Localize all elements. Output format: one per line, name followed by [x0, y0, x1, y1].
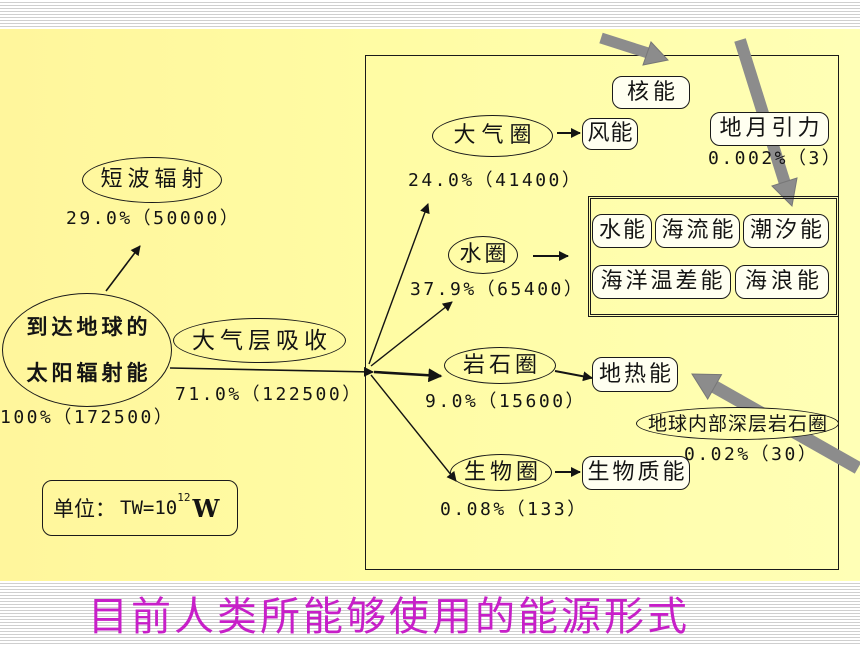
bottom-striped-band [0, 581, 860, 645]
sphere-lithosphere-label: 岩石圈 [462, 352, 541, 378]
source-deep-lithosphere: 地球内部深层岩石圈 [636, 407, 839, 440]
slide-title: 目前人类所能够使用的能源形式 [88, 594, 690, 640]
energy-ocean-thermal: 海洋温差能 [592, 265, 731, 299]
gray-arrow-to-geothermal-head [691, 373, 723, 400]
energy-ocean-current: 海流能 [655, 214, 740, 248]
sphere-biosphere-label: 生物圈 [463, 459, 542, 485]
energy-geothermal: 地热能 [592, 357, 678, 392]
arrow-hub-to-lithosphere [373, 368, 443, 383]
energy-tidal-label: 潮汐能 [749, 218, 825, 243]
energy-wind-label: 风能 [587, 121, 634, 146]
source-deep-lithosphere-label: 地球内部深层岩石圈 [647, 412, 828, 435]
unit-formula: TW=10 [120, 497, 178, 519]
shortwave-node: 短波辐射 [82, 157, 222, 203]
arrow-hub-to-hydrosphere [370, 301, 453, 367]
solar-share: 100%（172500） [0, 407, 175, 428]
energy-hydro-label: 水能 [598, 218, 647, 243]
unit-exponent: 12 [177, 490, 191, 504]
shortwave-share: 29.0%（50000） [66, 208, 241, 229]
source-earth-moon-gravity: 地月引力 [710, 112, 829, 146]
sphere-lithosphere-share: 9.0%（15600） [425, 391, 587, 412]
solar-label-line2: 太阳辐射能 [26, 361, 152, 385]
source-earth-moon-gravity-label: 地月引力 [719, 116, 824, 141]
energy-nuclear: 核能 [612, 76, 690, 109]
energy-ocean-current-label: 海流能 [661, 218, 737, 243]
energy-ocean-thermal-label: 海洋温差能 [600, 269, 726, 294]
sphere-lithosphere: 岩石圈 [444, 347, 556, 384]
sphere-atmosphere: 大气圈 [432, 115, 553, 157]
sphere-hydrosphere-share: 37.9%（65400） [410, 279, 585, 300]
unit-label: 单位： [53, 497, 116, 521]
unit-note: 单位： TW=10 12 W [42, 480, 238, 536]
energy-hydro: 水能 [592, 214, 652, 248]
gray-arrow-to-tidal-shaft [734, 38, 791, 184]
absorption-share: 71.0%（122500） [175, 384, 363, 405]
arrow-solar-to-shortwave [105, 245, 141, 292]
energy-biomass: 生物质能 [582, 456, 690, 490]
sphere-biosphere-share: 0.08%（133） [440, 499, 588, 520]
absorption-label: 大气层吸收 [192, 327, 332, 354]
energy-geothermal-label: 地热能 [598, 361, 674, 387]
arrow-solar-to-hub [169, 366, 374, 377]
arrow-hub-to-biosphere [370, 374, 457, 482]
sphere-hydrosphere: 水圈 [448, 236, 518, 274]
solar-radiation-node: 到达地球的 太阳辐射能 [2, 293, 172, 407]
energy-tidal: 潮汐能 [743, 214, 829, 248]
sphere-hydrosphere-label: 水圈 [459, 242, 510, 267]
energy-nuclear-label: 核能 [626, 79, 679, 105]
solar-label-line1: 到达地球的 [26, 315, 152, 339]
arrow-lithosphere-to-geothermal [554, 370, 593, 382]
source-earth-moon-gravity-share: 0.002%（3） [708, 148, 843, 169]
energy-wave: 海浪能 [735, 265, 829, 299]
sphere-biosphere: 生物圈 [450, 454, 552, 491]
sphere-atmosphere-share: 24.0%（41400） [408, 170, 583, 191]
top-striped-band [0, 0, 860, 29]
sphere-atmosphere-label: 大气圈 [453, 123, 538, 148]
energy-wave-label: 海浪能 [744, 269, 823, 294]
energy-biomass-label: 生物质能 [587, 460, 688, 485]
shortwave-label: 短波辐射 [100, 167, 209, 192]
gray-arrow-to-nuclear-shaft [599, 32, 650, 59]
absorption-node: 大气层吸收 [173, 318, 346, 363]
source-deep-lithosphere-share: 0.02%（30） [684, 444, 819, 465]
gray-arrow-to-nuclear-head [642, 41, 669, 66]
water-energy-group: 水能 海流能 潮汐能 海洋温差能 海浪能 [588, 196, 839, 317]
unit-symbol: W [192, 493, 220, 523]
energy-wind: 风能 [582, 118, 638, 150]
arrow-hub-to-atmosphere [368, 203, 430, 365]
